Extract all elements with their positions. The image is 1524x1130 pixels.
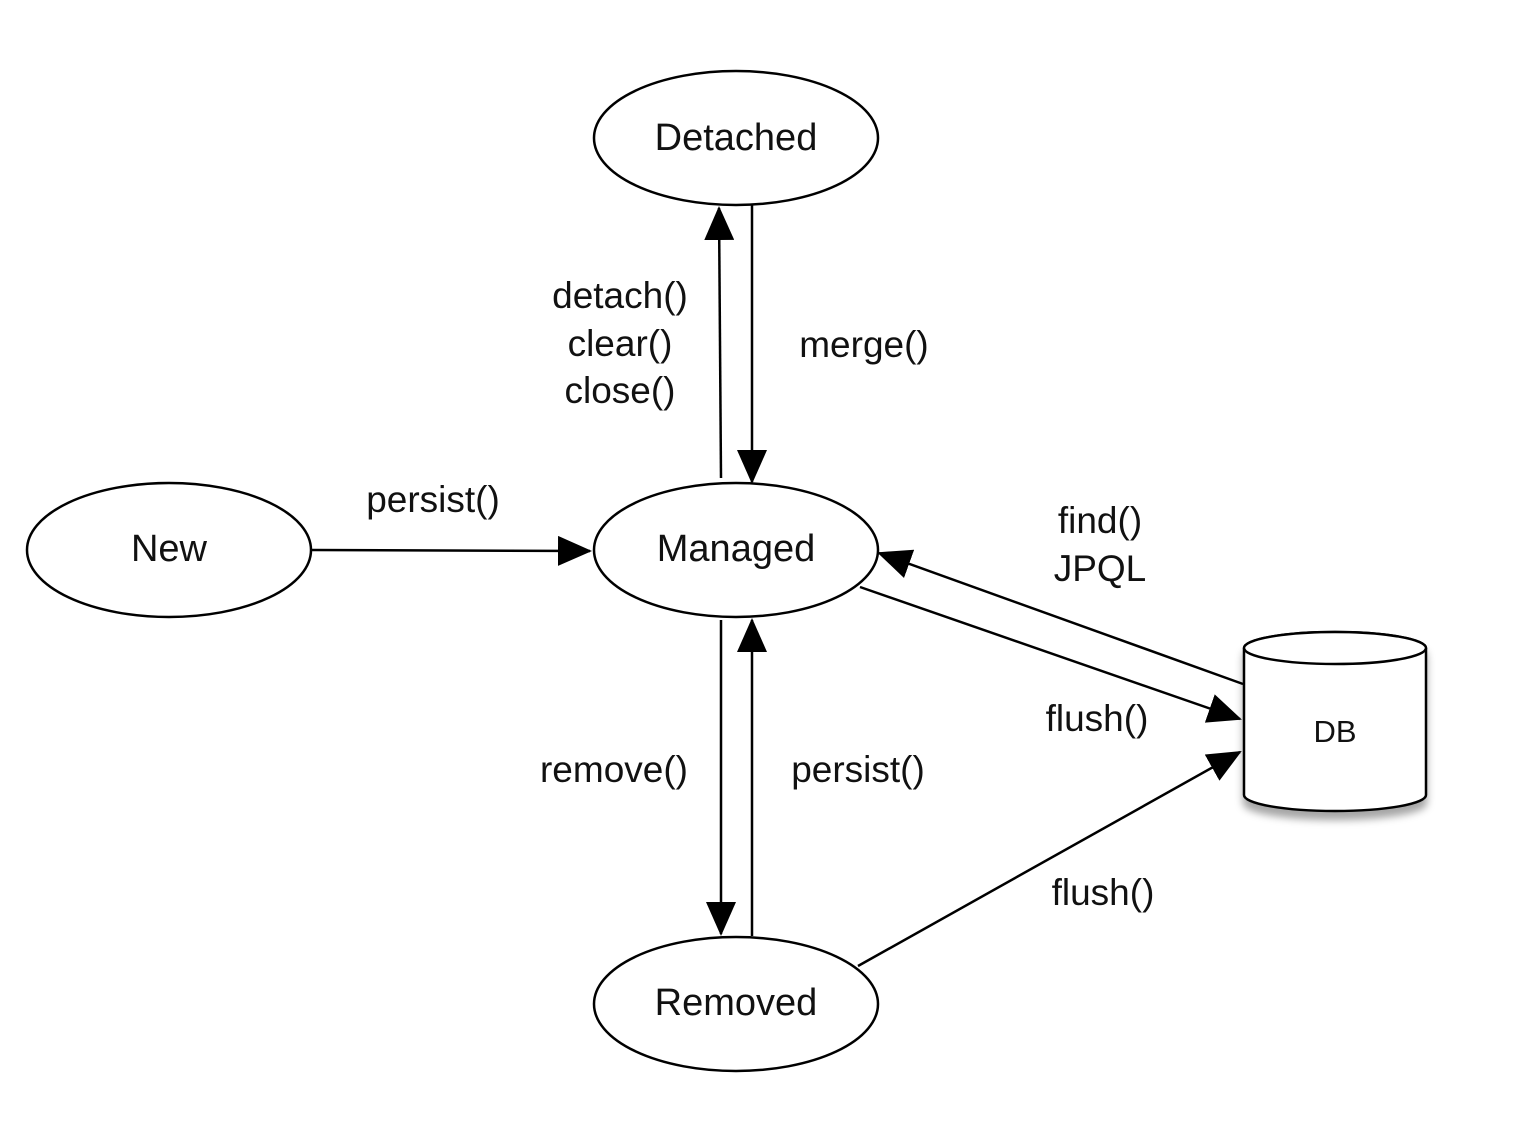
edge-new-to-managed [311, 535, 592, 566]
node-managed-label: Managed [657, 528, 815, 570]
node-removed: Removed [592, 935, 880, 1073]
node-new-shape [25, 481, 313, 619]
node-removed-shape [592, 935, 880, 1073]
edge-labels: detach() clear() close() merge() persist… [366, 275, 1154, 913]
label-close: close() [564, 370, 675, 411]
node-new: New [25, 481, 313, 619]
label-persist-from-removed: persist() [791, 749, 925, 790]
node-db-label: DB [1313, 714, 1356, 749]
edge-managed-to-detached [704, 206, 735, 479]
label-merge: merge() [799, 324, 929, 365]
database-top-rim [1242, 630, 1428, 666]
label-clear: clear() [568, 323, 673, 364]
label-find: find() [1058, 500, 1142, 541]
label-jpql: JPQL [1054, 548, 1147, 589]
edges [311, 202, 1244, 968]
node-managed-shape [592, 481, 880, 619]
node-detached-shape [592, 69, 880, 207]
node-new-label: New [131, 528, 208, 570]
node-detached-label: Detached [655, 117, 818, 159]
node-managed: Managed [592, 481, 880, 619]
node-db: DB [1242, 630, 1428, 813]
label-remove: remove() [540, 749, 688, 790]
node-detached: Detached [592, 69, 880, 207]
node-removed-label: Removed [655, 982, 818, 1024]
label-flush-from-managed: flush() [1046, 698, 1149, 739]
edge-managed-to-db [859, 585, 1242, 723]
edge-removed-to-db [857, 750, 1242, 968]
edge-db-to-managed [877, 549, 1244, 686]
label-persist-from-new: persist() [366, 479, 500, 520]
label-flush-from-removed: flush() [1052, 872, 1155, 913]
label-detach: detach() [552, 275, 688, 316]
